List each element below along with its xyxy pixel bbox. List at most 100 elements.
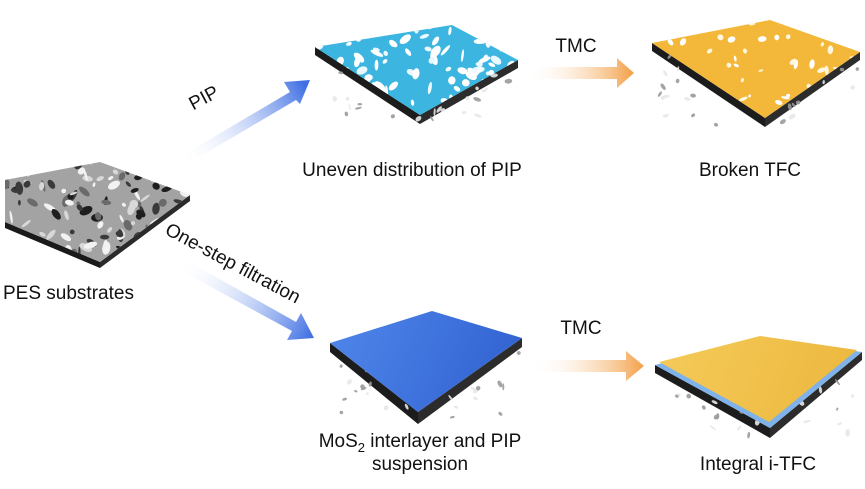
mos2-label-rest: interlayer and PIP — [365, 431, 522, 452]
texture-blob — [17, 199, 21, 206]
texture-blob — [100, 234, 110, 240]
texture-blob — [837, 422, 842, 426]
texture-blob — [39, 162, 46, 168]
texture-blob — [83, 241, 98, 249]
texture-blob — [39, 182, 45, 191]
texture-blob — [483, 54, 488, 60]
texture-blob — [731, 112, 738, 116]
texture-blob — [670, 22, 680, 25]
texture-blob — [748, 94, 752, 98]
texture-blob — [679, 38, 687, 46]
texture-blob — [137, 201, 142, 208]
tmc-bottom-label: TMC — [560, 318, 602, 339]
mos2-interlayer-membrane — [330, 311, 522, 424]
texture-blob — [430, 116, 434, 122]
texture-blob — [824, 31, 833, 39]
tmc-bottom-arrow — [530, 351, 644, 381]
texture-blob — [430, 45, 441, 58]
texture-blob — [453, 85, 461, 92]
texture-blob — [824, 65, 829, 76]
texture-blob — [683, 100, 692, 106]
texture-blob — [404, 403, 409, 410]
pes-substrate-block — [5, 162, 190, 268]
texture-blob — [360, 387, 367, 391]
mos2-label-subscript: 2 — [357, 439, 365, 455]
texture-blob — [27, 198, 38, 207]
texture-blob — [663, 70, 668, 77]
texture-blob — [168, 162, 177, 172]
texture-blob — [786, 93, 791, 98]
texture-blob — [112, 169, 119, 175]
texture-blob — [733, 55, 737, 62]
texture-blob — [30, 250, 37, 259]
texture-blob — [119, 214, 124, 223]
texture-blob — [740, 77, 744, 83]
texture-blob — [329, 31, 335, 37]
texture-blob — [733, 63, 739, 68]
texture-blob — [366, 392, 369, 396]
texture-blob — [118, 172, 126, 181]
texture-blob — [717, 34, 724, 41]
texture-blob — [779, 119, 786, 125]
texture-blob — [354, 56, 361, 68]
texture-blob — [123, 220, 133, 231]
texture-blob — [706, 48, 713, 54]
texture-blob — [445, 66, 452, 72]
texture-blob — [175, 165, 182, 170]
texture-blob — [667, 54, 672, 59]
mos2-label-prefix: MoS — [318, 431, 358, 452]
texture-blob — [510, 97, 517, 105]
texture-blob — [662, 113, 669, 118]
texture-blob — [828, 106, 834, 113]
texture-blob — [809, 59, 815, 69]
texture-blob — [440, 108, 446, 112]
texture-blob — [461, 79, 470, 87]
texture-blob — [121, 202, 126, 207]
texture-blob — [854, 107, 860, 114]
texture-blob — [774, 34, 780, 41]
texture-blob — [390, 114, 396, 119]
texture-blob — [448, 26, 452, 36]
texture-blob — [795, 100, 801, 105]
texture-blob — [177, 212, 187, 221]
texture-blob — [835, 379, 841, 386]
texture-blob — [348, 103, 351, 111]
texture-blob — [9, 235, 21, 243]
integral-tfc-label: Integral i-TFC — [699, 454, 817, 475]
texture-blob — [727, 36, 736, 43]
texture-blob — [140, 194, 150, 202]
texture-blob — [677, 66, 680, 72]
texture-blob — [388, 81, 399, 91]
texture-blob — [787, 103, 792, 111]
texture-blob — [5, 178, 10, 190]
texture-blob — [388, 39, 398, 48]
texture-blob — [150, 241, 156, 247]
texture-blob — [35, 253, 44, 262]
texture-blob — [511, 39, 518, 47]
texture-blob — [449, 415, 455, 419]
texture-blob — [775, 99, 783, 106]
texture-blob — [481, 36, 496, 42]
texture-blob — [410, 99, 415, 106]
texture-blob — [332, 96, 338, 102]
texture-blob — [347, 379, 352, 385]
texture-blob — [427, 81, 432, 95]
texture-blob — [497, 85, 505, 97]
texture-blob — [798, 111, 805, 118]
texture-blob — [471, 66, 485, 74]
texture-blob — [327, 103, 336, 114]
texture-blob — [315, 31, 322, 42]
texture-blob — [503, 86, 510, 97]
texture-blob — [357, 25, 363, 29]
texture-blob — [51, 209, 61, 220]
texture-blob — [742, 48, 748, 54]
texture-blob — [61, 188, 67, 194]
filtration-arrow — [176, 258, 314, 340]
texture-blob — [340, 103, 349, 110]
texture-blob — [354, 390, 358, 393]
mos2-interlayer-label: MoS2 interlayer and PIP suspension — [319, 431, 522, 477]
texture-blob — [33, 166, 40, 173]
texture-blob — [516, 351, 521, 355]
texture-blob — [690, 93, 696, 98]
